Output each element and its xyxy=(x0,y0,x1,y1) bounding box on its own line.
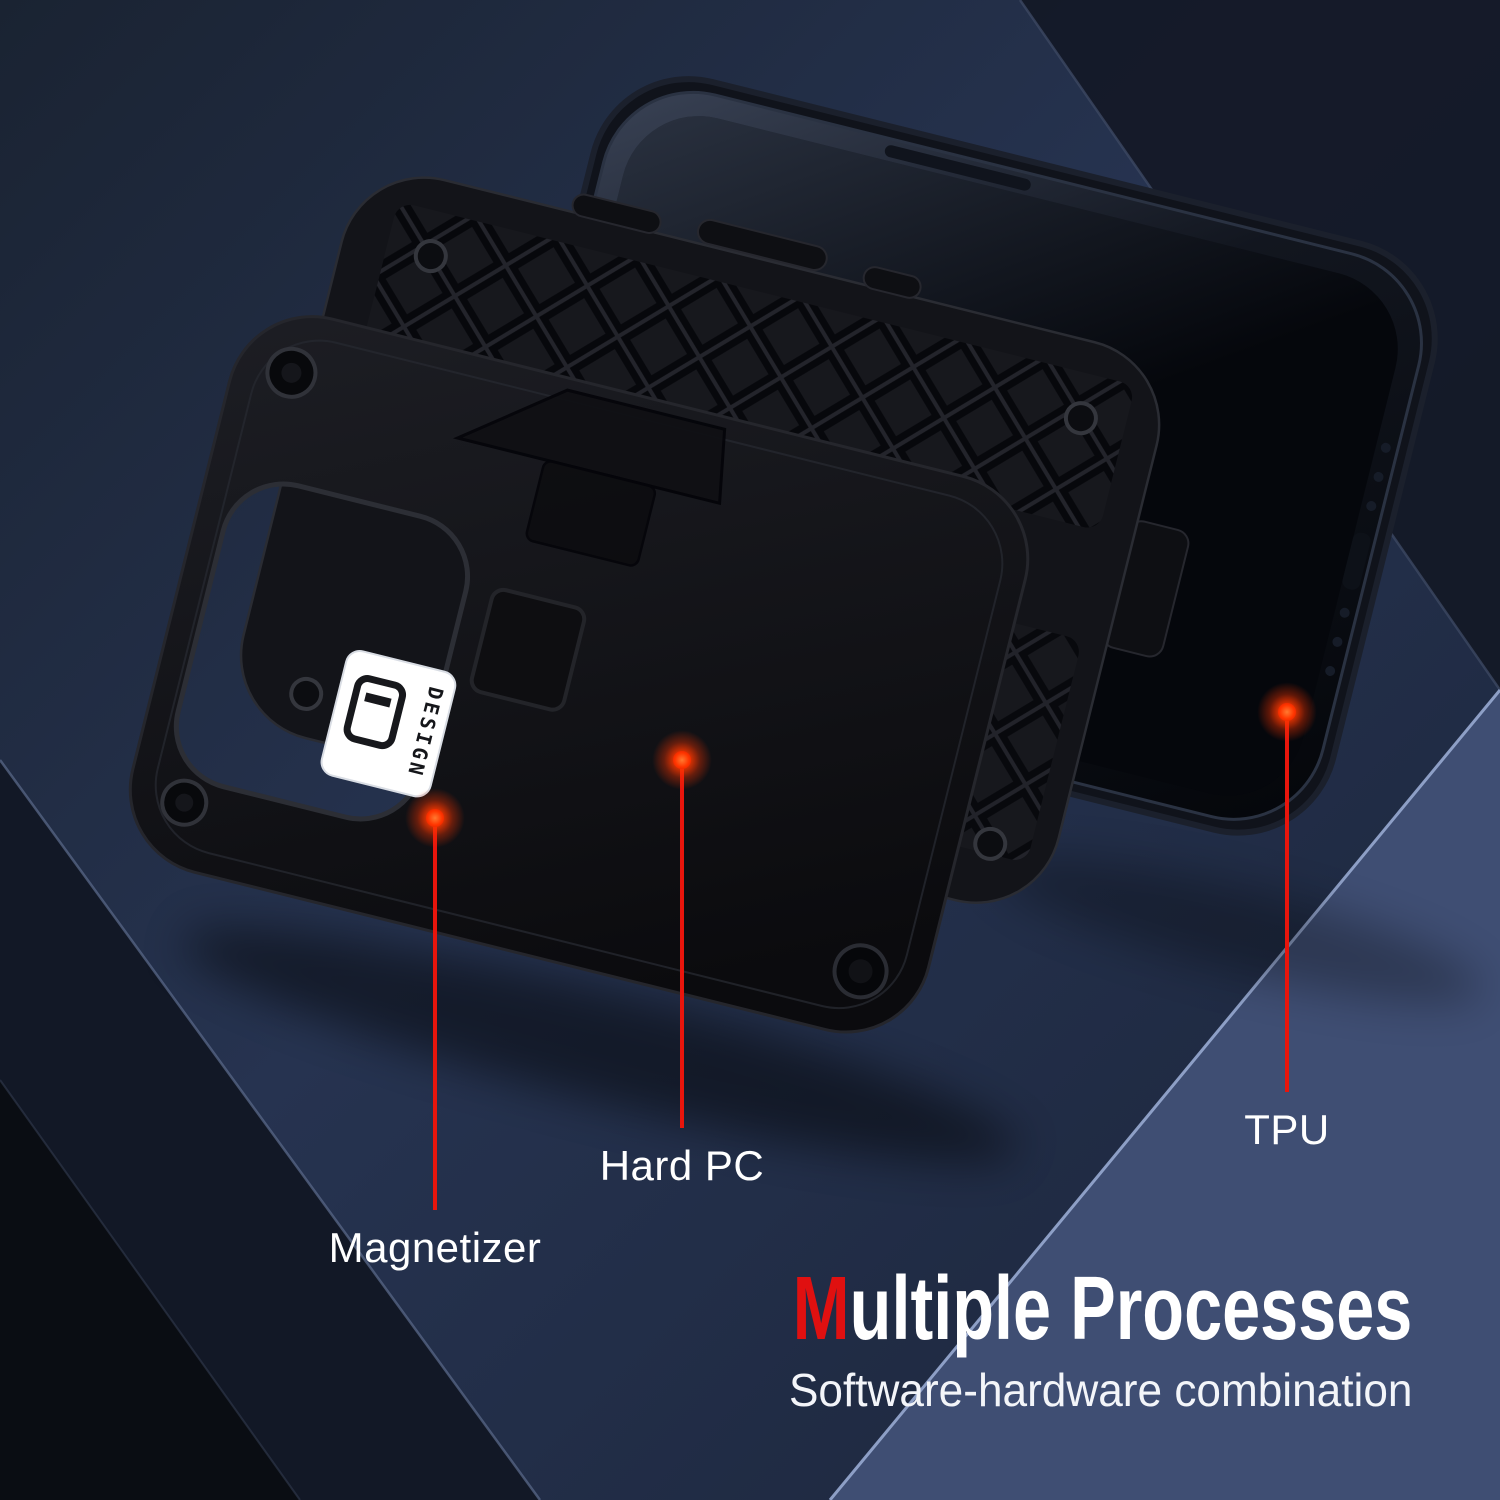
title-rest: ultiple Processes xyxy=(849,1259,1412,1359)
heading: Multiple Processes Software-hardware com… xyxy=(597,1262,1412,1417)
shell-corner-holes xyxy=(160,346,889,1000)
magnetizer-marker-icon xyxy=(405,788,465,848)
tpu-label: TPU xyxy=(1244,1106,1330,1153)
design-badge: DESIGN xyxy=(320,650,457,798)
case-shadows xyxy=(182,857,1483,1162)
callout-line xyxy=(433,818,437,1210)
tpu-marker-icon xyxy=(1257,682,1317,742)
page-title: Multiple Processes xyxy=(792,1262,1412,1357)
case-logo-icon xyxy=(343,675,407,750)
magnetizer-label: Magnetizer xyxy=(328,1224,542,1271)
lattice-texture xyxy=(365,204,1133,528)
hard-pc-marker-icon xyxy=(652,730,712,790)
callout-line xyxy=(680,760,684,1128)
callout-line xyxy=(1285,712,1289,1092)
subtitle: Software-hardware combination xyxy=(788,1363,1412,1416)
exploded-case-stack: DESIGN xyxy=(128,76,1438,1034)
magnet-plate-outline xyxy=(469,587,587,712)
hard-pc-label: Hard PC xyxy=(599,1142,765,1189)
phone-speaker-slot xyxy=(884,145,1031,191)
title-first-letter: M xyxy=(792,1259,850,1359)
outer-shell: DESIGN xyxy=(128,315,1030,1034)
phone-port-holes xyxy=(1325,442,1391,676)
